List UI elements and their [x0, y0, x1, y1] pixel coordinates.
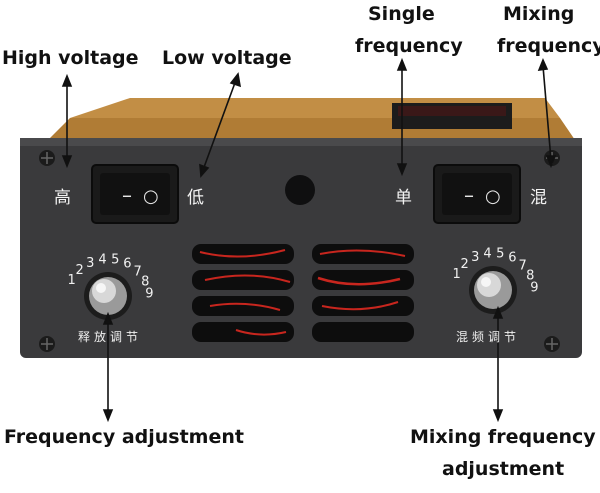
right-dial-digit-7: 7 — [519, 258, 527, 273]
right-switch-on-symbol: – — [464, 183, 474, 207]
right-dial-digit-2: 2 — [460, 257, 468, 272]
screw-bottom-left — [39, 336, 55, 352]
left-dial-digit-7: 7 — [134, 264, 142, 279]
left-rocker-face — [100, 173, 170, 215]
callout-mixing-frequency-line2: frequency — [497, 35, 600, 57]
callout-arrows — [61, 57, 557, 423]
left-dial-digit-9: 9 — [145, 287, 153, 302]
left-switch-on-symbol: – — [122, 183, 132, 207]
right-dial-digit-4: 4 — [483, 246, 491, 261]
left-dial-digit-8: 8 — [141, 275, 149, 290]
front-panel-top-bevel — [20, 138, 582, 146]
top-display-screen — [398, 106, 506, 116]
callout-single-frequency-line2: frequency — [355, 35, 463, 57]
callout-low-voltage: Low voltage — [162, 47, 292, 69]
left-dial-digit-2: 2 — [75, 263, 83, 278]
callout-mixing-frequency-adjustment-line1: Mixing frequency — [410, 426, 596, 448]
callout-single-frequency-line1: Single — [368, 3, 435, 25]
single-frequency-char: 单 — [395, 188, 412, 208]
low-voltage-char: 低 — [187, 188, 204, 208]
high-voltage-char: 高 — [54, 188, 71, 208]
left-dial-digit-6: 6 — [123, 257, 131, 272]
left-frequency-knob[interactable] — [84, 272, 132, 320]
right-dial-digit-3: 3 — [471, 250, 479, 265]
panel-hole — [285, 175, 315, 205]
right-switch-off-symbol: ○ — [485, 186, 501, 207]
left-dial-digit-1: 1 — [67, 273, 75, 288]
right-mixing-knob[interactable] — [469, 266, 517, 314]
right-dial-digit-6: 6 — [508, 251, 516, 266]
left-dial-digit-3: 3 — [86, 256, 94, 271]
vent-grille — [192, 244, 414, 342]
left-switch-off-symbol: ○ — [143, 186, 159, 207]
right-dial-digit-5: 5 — [496, 247, 504, 262]
screw-bottom-right — [544, 336, 560, 352]
screw-top-left — [39, 150, 55, 166]
mixing-frequency-char: 混 — [530, 188, 547, 208]
callout-frequency-adjustment: Frequency adjustment — [4, 426, 244, 448]
right-dial-digit-9: 9 — [530, 281, 538, 296]
callout-mixing-frequency-adjustment-line2: adjustment — [442, 458, 565, 480]
right-dial-caption: 混频调节 — [456, 330, 521, 344]
right-dial-digit-8: 8 — [526, 269, 534, 284]
callout-mixing-frequency-line1: Mixing — [503, 3, 575, 25]
left-dial-digit-4: 4 — [98, 252, 106, 267]
left-dial-caption: 释放调节 — [78, 330, 143, 344]
callout-high-voltage: High voltage — [2, 47, 139, 69]
right-rocker-face — [442, 173, 512, 215]
right-dial-digit-1: 1 — [452, 267, 460, 282]
left-dial-digit-5: 5 — [111, 253, 119, 268]
